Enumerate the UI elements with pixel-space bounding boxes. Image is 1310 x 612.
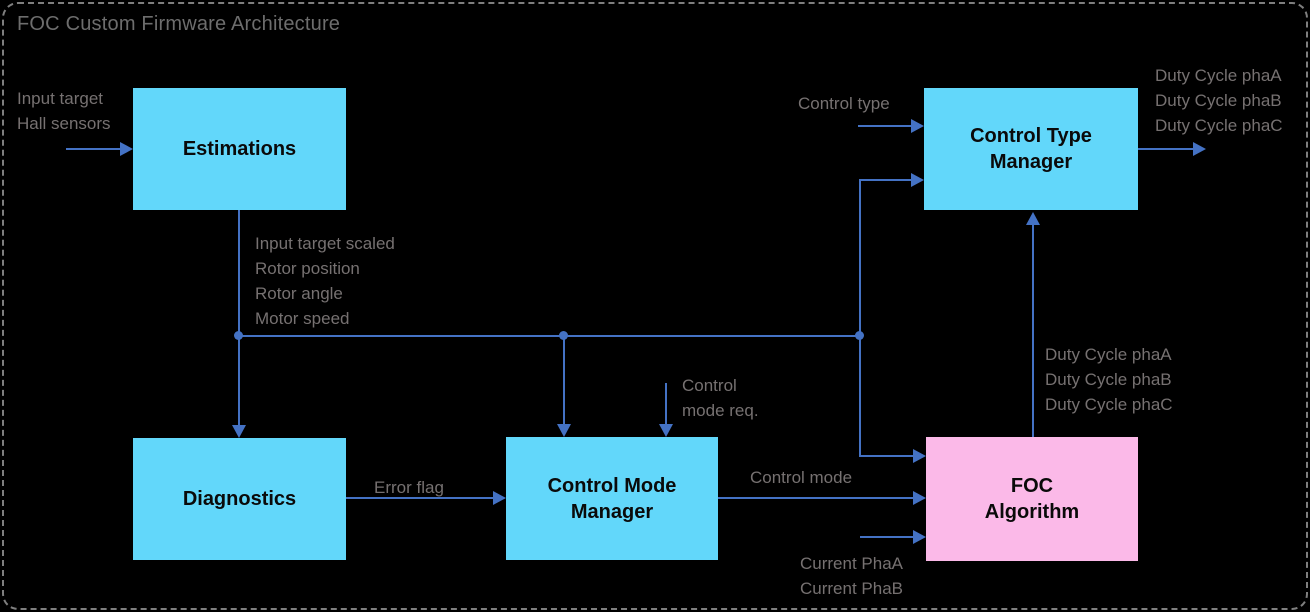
diagnostics-box: Diagnostics bbox=[133, 438, 346, 560]
control-type-manager-box: Control Type Manager bbox=[924, 88, 1138, 210]
diagnostics-box-label: Diagnostics bbox=[182, 488, 297, 510]
bus-to-foc-algorithm-arrowhead-icon bbox=[913, 449, 926, 463]
diagram-title: FOC Custom Firmware Architecture bbox=[17, 13, 341, 35]
error-flag-line bbox=[346, 497, 493, 499]
input-to-estimations-line bbox=[66, 148, 120, 150]
control-mode-manager-box-label-line1: Control Mode bbox=[547, 474, 677, 497]
estimations-bus-line bbox=[238, 335, 861, 337]
bus-junction-dot-right bbox=[855, 331, 864, 340]
bus-to-foc-algorithm-line bbox=[859, 455, 913, 457]
bus-to-control-type-manager-line bbox=[859, 179, 911, 181]
duty-cycle-output-line bbox=[1138, 148, 1193, 150]
estimations-box: Estimations bbox=[133, 88, 346, 210]
bus-to-control-type-manager-arrowhead-icon bbox=[911, 173, 924, 187]
control-mode-label: Control mode bbox=[750, 468, 853, 487]
bus-to-control-mode-manager-line bbox=[563, 336, 565, 424]
input-signals-label: Input target Hall sensors bbox=[17, 89, 111, 133]
bus-junction-dot-left bbox=[234, 331, 243, 340]
bus-junction-dot-middle bbox=[559, 331, 568, 340]
control-mode-req-arrowhead-icon bbox=[659, 424, 673, 437]
estimations-box-label: Estimations bbox=[182, 138, 297, 160]
foc-to-control-type-manager-line bbox=[1032, 225, 1034, 437]
control-type-label: Control type bbox=[798, 94, 890, 113]
input-to-estimations-arrowhead-icon bbox=[120, 142, 133, 156]
control-mode-manager-box-label-line2: Manager bbox=[570, 500, 654, 523]
control-mode-req-label: Control mode req. bbox=[682, 376, 759, 420]
bus-to-diagnostics-arrowhead-icon bbox=[232, 425, 246, 438]
current-inputs-arrowhead-icon bbox=[913, 530, 926, 544]
bus-to-diagnostics-line bbox=[238, 336, 240, 426]
control-type-line bbox=[858, 125, 911, 127]
error-flag-arrowhead-icon bbox=[493, 491, 506, 505]
current-inputs-line bbox=[860, 536, 913, 538]
control-type-manager-box-label-line1: Control Type bbox=[970, 125, 1092, 147]
foc-to-control-type-manager-arrowhead-icon bbox=[1026, 212, 1040, 225]
bus-riser-line bbox=[859, 179, 861, 457]
error-flag-label: Error flag bbox=[374, 478, 444, 497]
foc-algorithm-box: FOC Algorithm bbox=[926, 437, 1138, 561]
foc-algorithm-box-label-line2: Algorithm bbox=[984, 501, 1080, 523]
control-mode-manager-box: Control Mode Manager bbox=[506, 437, 718, 560]
duty-cycle-output-arrowhead-icon bbox=[1193, 142, 1206, 156]
current-inputs-label: Current PhaA Current PhaB bbox=[800, 554, 903, 598]
duty-cycle-output-label: Duty Cycle phaA Duty Cycle phaB Duty Cyc… bbox=[1155, 66, 1283, 135]
control-type-arrowhead-icon bbox=[911, 119, 924, 133]
estimations-to-bus-line bbox=[238, 210, 240, 337]
foc-algorithm-box-label-line1: FOC bbox=[1010, 475, 1054, 497]
duty-cycle-internal-label: Duty Cycle phaA Duty Cycle phaB Duty Cyc… bbox=[1045, 345, 1173, 414]
control-mode-req-line bbox=[665, 383, 667, 425]
control-type-manager-box-label-line2: Manager bbox=[989, 151, 1073, 173]
control-mode-arrowhead-icon bbox=[913, 491, 926, 505]
control-mode-line bbox=[718, 497, 913, 499]
estimation-outputs-label: Input target scaled Rotor position Rotor… bbox=[255, 234, 395, 328]
bus-to-control-mode-manager-arrowhead-icon bbox=[557, 424, 571, 437]
